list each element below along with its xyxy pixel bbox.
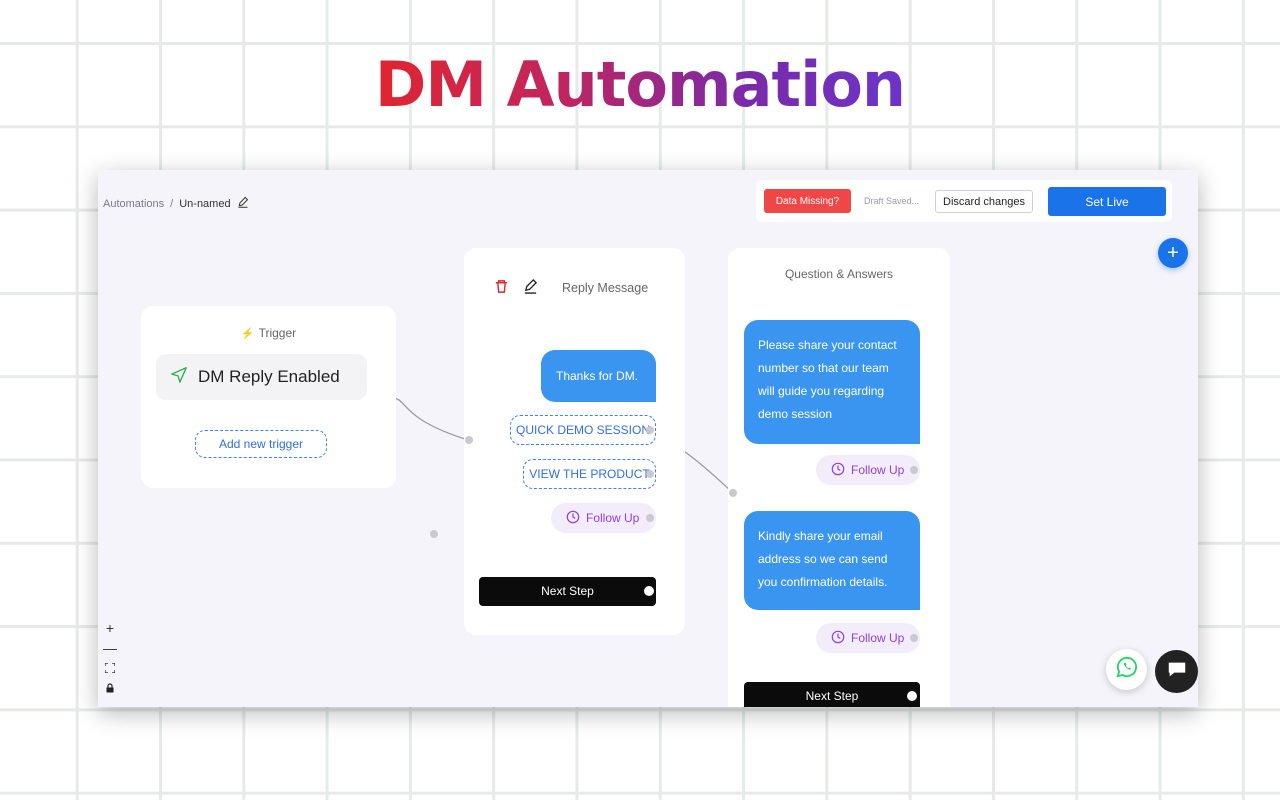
send-icon xyxy=(170,366,188,389)
breadcrumb: Automations / Un-named xyxy=(103,196,249,211)
whatsapp-icon xyxy=(1116,656,1138,683)
trigger-node[interactable]: ⚡Trigger DM Reply Enabled Add new trigge… xyxy=(141,306,438,538)
question-follow-up[interactable]: Follow Up xyxy=(816,623,920,653)
plus-icon: + xyxy=(1167,241,1179,264)
clock-icon xyxy=(831,630,845,647)
qa-input-port[interactable] xyxy=(729,489,737,497)
qa-next-step-port[interactable] xyxy=(907,691,917,701)
zoom-out-button[interactable]: — xyxy=(103,640,117,656)
question-answers-node[interactable]: Question & Answers Please share your con… xyxy=(728,248,950,707)
reply-next-step-port[interactable] xyxy=(644,586,654,596)
reply-heading: Reply Message xyxy=(562,281,649,295)
editor-toolbar: Data Missing? Draft Saved... Discard cha… xyxy=(756,180,1172,222)
follow-up-label: Follow Up xyxy=(851,463,905,477)
question-bubble[interactable]: Kindly share your email address so we ca… xyxy=(744,511,920,610)
qa-heading: Question & Answers xyxy=(784,267,894,281)
zoom-controls: + — xyxy=(100,620,120,696)
question-bubble[interactable]: Please share your contact number so that… xyxy=(744,320,920,444)
pencil-icon[interactable] xyxy=(523,279,538,297)
chat-icon xyxy=(1166,658,1188,685)
draft-status: Draft Saved... xyxy=(864,196,920,206)
breadcrumb-separator: / xyxy=(170,197,174,210)
data-missing-button[interactable]: Data Missing? xyxy=(764,189,851,213)
breadcrumb-current: Un-named xyxy=(179,197,231,210)
question-follow-up-port[interactable] xyxy=(910,634,918,642)
lock-icon[interactable] xyxy=(105,680,115,696)
trash-icon[interactable] xyxy=(494,279,509,297)
chat-support-button[interactable] xyxy=(1155,650,1198,693)
follow-up-label: Follow Up xyxy=(851,631,905,645)
add-node-button[interactable]: + xyxy=(1158,238,1188,268)
discard-changes-button[interactable]: Discard changes xyxy=(935,190,1033,213)
view-product-button[interactable]: VIEW THE PRODUCT xyxy=(523,459,656,489)
reply-input-port[interactable] xyxy=(465,436,473,444)
automation-editor: Automations / Un-named Data Missing? Dra… xyxy=(98,170,1198,707)
follow-up-label: Follow Up xyxy=(586,511,640,525)
quick-demo-button[interactable]: QUICK DEMO SESSION xyxy=(510,415,656,445)
reply-next-step-button[interactable]: Next Step xyxy=(479,577,656,606)
pencil-icon[interactable] xyxy=(237,196,249,211)
trigger-item[interactable]: DM Reply Enabled xyxy=(156,354,367,400)
trigger-heading: Trigger xyxy=(258,326,297,340)
fit-view-icon[interactable] xyxy=(104,660,116,676)
quick-demo-port[interactable] xyxy=(646,426,654,434)
bolt-icon: ⚡ xyxy=(240,328,255,340)
add-trigger-button[interactable]: Add new trigger xyxy=(195,430,327,458)
whatsapp-button[interactable] xyxy=(1106,649,1147,690)
breadcrumb-root[interactable]: Automations xyxy=(103,197,165,210)
zoom-in-button[interactable]: + xyxy=(105,620,115,636)
trigger-label: DM Reply Enabled xyxy=(198,367,340,386)
clock-icon xyxy=(566,510,580,527)
edge-trigger-to-reply xyxy=(391,397,469,441)
reply-follow-up[interactable]: Follow Up xyxy=(551,503,656,533)
clock-icon xyxy=(831,462,845,479)
qa-next-step-button[interactable]: Next Step xyxy=(744,682,920,707)
question-follow-up-port[interactable] xyxy=(910,466,918,474)
reply-follow-up-port[interactable] xyxy=(646,514,654,522)
question-follow-up[interactable]: Follow Up xyxy=(816,455,920,485)
view-product-port[interactable] xyxy=(646,470,654,478)
reply-message-node[interactable]: Reply Message Thanks for DM. QUICK DEMO … xyxy=(464,248,685,635)
reply-message-bubble[interactable]: Thanks for DM. xyxy=(541,350,656,402)
set-live-button[interactable]: Set Live xyxy=(1048,187,1166,216)
trigger-output-port[interactable] xyxy=(430,530,438,538)
hero-title: DM Automation xyxy=(374,48,906,121)
